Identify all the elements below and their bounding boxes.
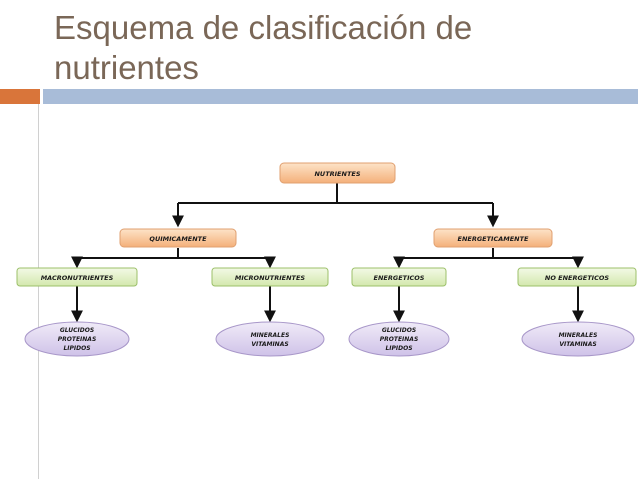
leaf-macronutrientes: GLUCIDOS PROTEINAS LIPIDOS bbox=[24, 321, 130, 357]
node-micronutrientes: MICRONUTRIENTES bbox=[211, 267, 329, 287]
node-root: NUTRIENTES bbox=[279, 162, 396, 184]
leaf-micronutrientes: MINERALES VITAMINAS bbox=[215, 321, 325, 357]
leaf-item: VITAMINAS bbox=[559, 341, 596, 348]
node-quimicamente-label: QUIMICAMENTE bbox=[149, 235, 207, 243]
node-quimicamente: QUIMICAMENTE bbox=[119, 228, 237, 248]
node-energeticamente-label: ENERGETICAMENTE bbox=[458, 235, 530, 243]
node-macronutrientes-label: MACRONUTRIENTES bbox=[41, 274, 114, 282]
node-macronutrientes: MACRONUTRIENTES bbox=[16, 267, 138, 287]
node-micronutrientes-label: MICRONUTRIENTES bbox=[235, 274, 306, 282]
leaf-item: LIPIDOS bbox=[385, 345, 412, 352]
title-rule-bar bbox=[43, 89, 638, 104]
slide-left-border bbox=[38, 104, 39, 479]
leaf-energeticos: GLUCIDOS PROTEINAS LIPIDOS bbox=[348, 321, 450, 357]
node-no-energeticos-label: NO ENERGETICOS bbox=[545, 274, 609, 282]
connector-lines bbox=[71, 183, 584, 323]
leaf-item: PROTEINAS bbox=[380, 336, 419, 343]
leaf-item: PROTEINAS bbox=[58, 336, 97, 343]
leaf-item: GLUCIDOS bbox=[60, 327, 94, 334]
node-energeticamente: ENERGETICAMENTE bbox=[433, 228, 553, 248]
title-rule-accent bbox=[0, 89, 40, 104]
leaf-item: MINERALES bbox=[251, 332, 290, 339]
node-no-energeticos: NO ENERGETICOS bbox=[517, 267, 637, 287]
leaf-item: VITAMINAS bbox=[251, 341, 288, 348]
slide-title: Esquema de clasificación de nutrientes bbox=[54, 9, 473, 86]
leaf-item: MINERALES bbox=[559, 332, 598, 339]
node-energeticos: ENERGETICOS bbox=[351, 267, 447, 287]
node-root-label: NUTRIENTES bbox=[314, 170, 360, 178]
leaf-item: LIPIDOS bbox=[63, 345, 90, 352]
leaf-no-energeticos: MINERALES VITAMINAS bbox=[521, 321, 635, 357]
node-energeticos-label: ENERGETICOS bbox=[374, 274, 425, 282]
leaf-item: GLUCIDOS bbox=[382, 327, 416, 334]
